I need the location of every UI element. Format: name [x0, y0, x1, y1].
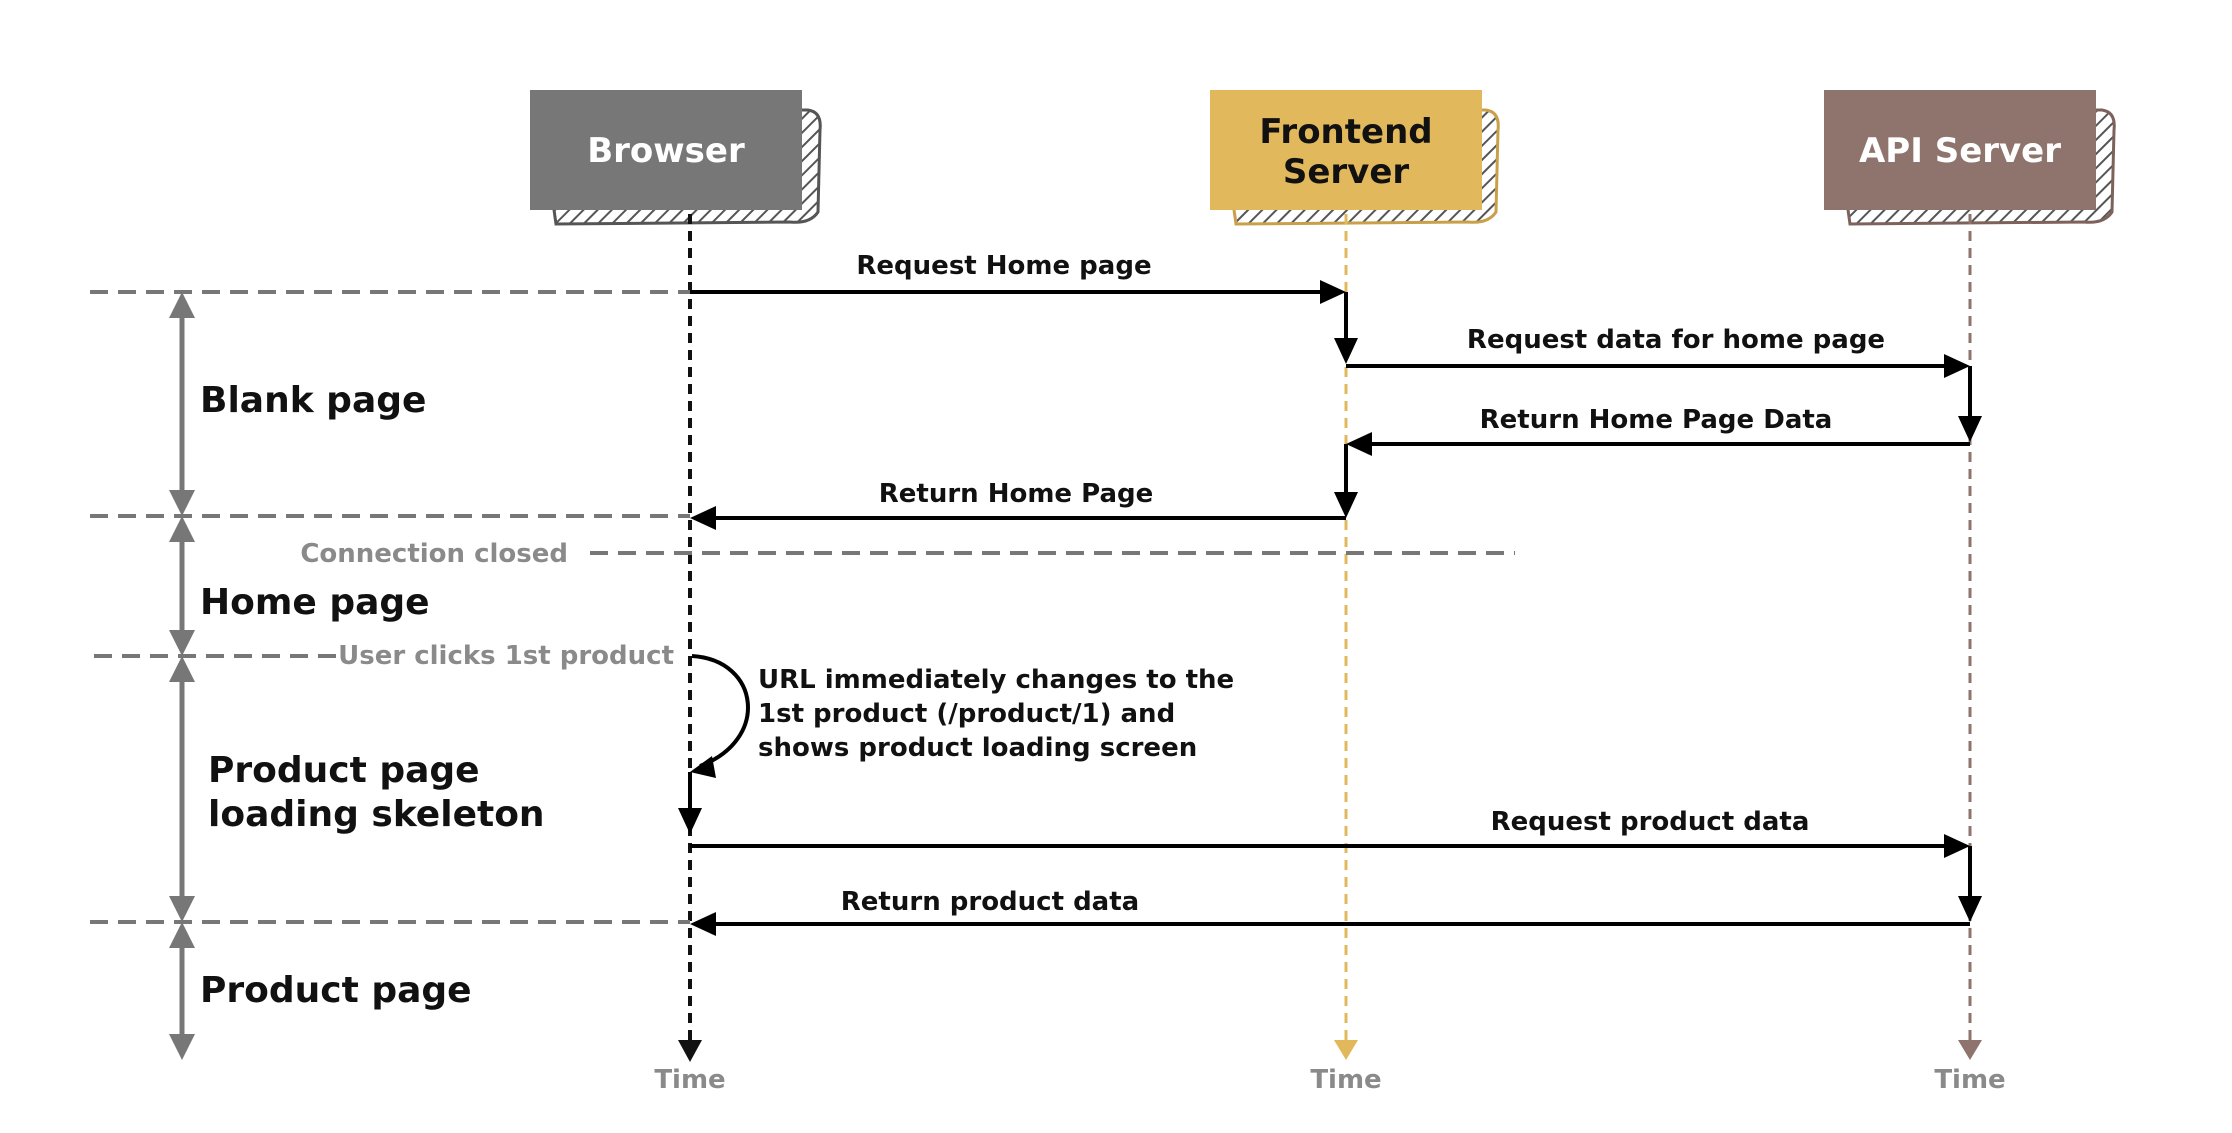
browser-lifeline-arrowhead — [678, 1040, 702, 1062]
api-server-label: API Server — [1859, 131, 2061, 171]
event-connection-closed: Connection closed — [300, 539, 568, 569]
note-line3: shows product loading screen — [758, 733, 1197, 763]
message-label: Request data for home page — [1467, 325, 1885, 355]
browser-time-label: Time — [654, 1065, 725, 1095]
phase-product-page: Product page — [200, 970, 472, 1011]
message-return-home-page: Return Home Page — [690, 479, 1346, 530]
frontend-processing-2 — [1334, 444, 1358, 518]
api-processing-1 — [1958, 366, 1982, 442]
frontend-time-label: Time — [1310, 1065, 1381, 1095]
phase-product-loading-line1: Product page — [208, 750, 480, 791]
message-label: Return Home Page Data — [1480, 405, 1833, 435]
note-line2: 1st product (/product/1) and — [758, 699, 1175, 729]
api-processing-2 — [1958, 846, 1982, 922]
message-request-product-data: Request product data — [690, 807, 1970, 858]
message-return-home-data: Return Home Page Data — [1346, 405, 1970, 456]
message-request-home-page: Request Home page — [690, 251, 1346, 304]
frontend-server-actor: Frontend Server — [1210, 90, 1500, 226]
api-server-actor: API Server — [1824, 90, 2116, 226]
message-label: Return product data — [841, 887, 1139, 917]
api-time-label: Time — [1934, 1065, 2005, 1095]
frontend-processing-1 — [1334, 292, 1358, 364]
frontend-label-line1: Frontend — [1259, 112, 1432, 152]
url-change-note: URL immediately changes to the 1st produ… — [758, 665, 1234, 763]
browser-box — [530, 90, 802, 210]
phase-blank-page: Blank page — [200, 380, 426, 421]
api-server-box — [1824, 90, 2096, 210]
event-user-clicks: User clicks 1st product — [338, 641, 674, 671]
browser-actor: Browser — [530, 90, 822, 226]
message-return-product-data: Return product data — [690, 887, 1970, 936]
frontend-lifeline-arrowhead — [1334, 1040, 1358, 1060]
message-label: Request Home page — [856, 251, 1151, 281]
phase-home-page: Home page — [200, 582, 430, 623]
api-lifeline-arrowhead — [1958, 1040, 1982, 1060]
browser-label: Browser — [587, 131, 745, 171]
message-label: Request product data — [1491, 807, 1810, 837]
frontend-server-box — [1210, 90, 1482, 210]
browser-self-transition — [678, 654, 750, 834]
message-label: Return Home Page — [879, 479, 1154, 509]
phase-arrows — [169, 292, 195, 1060]
message-request-data-home: Request data for home page — [1346, 325, 1970, 378]
phase-product-loading-line2: loading skeleton — [208, 794, 545, 835]
note-line1: URL immediately changes to the — [758, 665, 1234, 695]
frontend-label-line2: Server — [1283, 152, 1410, 192]
